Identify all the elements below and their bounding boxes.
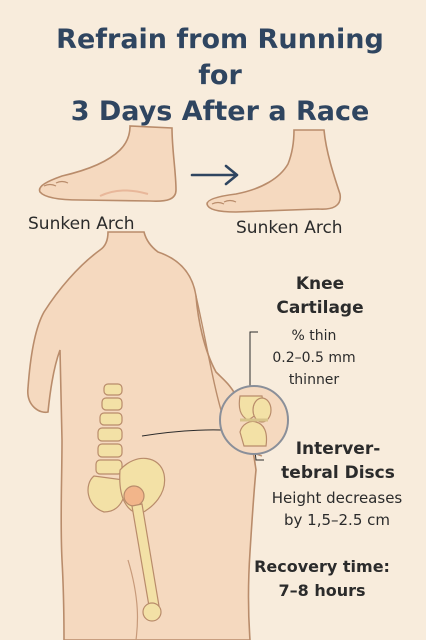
title-line-2: 3 Days After a Race [70,96,370,127]
arch-label-left: Sunken Arch [28,214,135,234]
knee-detail-3: thinner [288,372,340,388]
knee-detail-2: 0.2–0.5 mm [272,350,356,366]
hip-icon [119,457,166,622]
foot-icon-right [206,129,342,213]
recovery-line-2: 7–8 hours [278,581,366,600]
spine-icon [87,383,126,513]
knee-icon [219,385,289,455]
arch-label-right: Sunken Arch [236,218,343,238]
knee-title-line-1: Knee [295,274,345,294]
discs-details: Height decreases by 1,5–2.5 cm [262,487,412,531]
discs-title-line-1: Interver- [295,439,381,459]
discs-title-line-2: tebral Discs [281,463,395,483]
recovery-time: Recovery time: 7–8 hours [232,555,412,603]
title-line-1: Refrain from Running for [56,24,384,91]
discs-detail-2: by 1,5–2.5 cm [283,511,390,529]
foot-icon-left [38,125,177,202]
recovery-line-1: Recovery time: [254,557,390,576]
discs-detail-1: Height decreases [271,489,403,507]
knee-detail-1: % thin [291,328,337,344]
page-title: Refrain from Running for 3 Days After a … [30,22,410,130]
arrow-right-icon [190,164,239,186]
discs-title: Interver- tebral Discs [268,437,408,485]
knee-title-line-2: Cartilage [276,298,364,318]
knee-title: Knee Cartilage [260,272,380,320]
knee-details: % thin 0.2–0.5 mm thinner [264,325,364,391]
